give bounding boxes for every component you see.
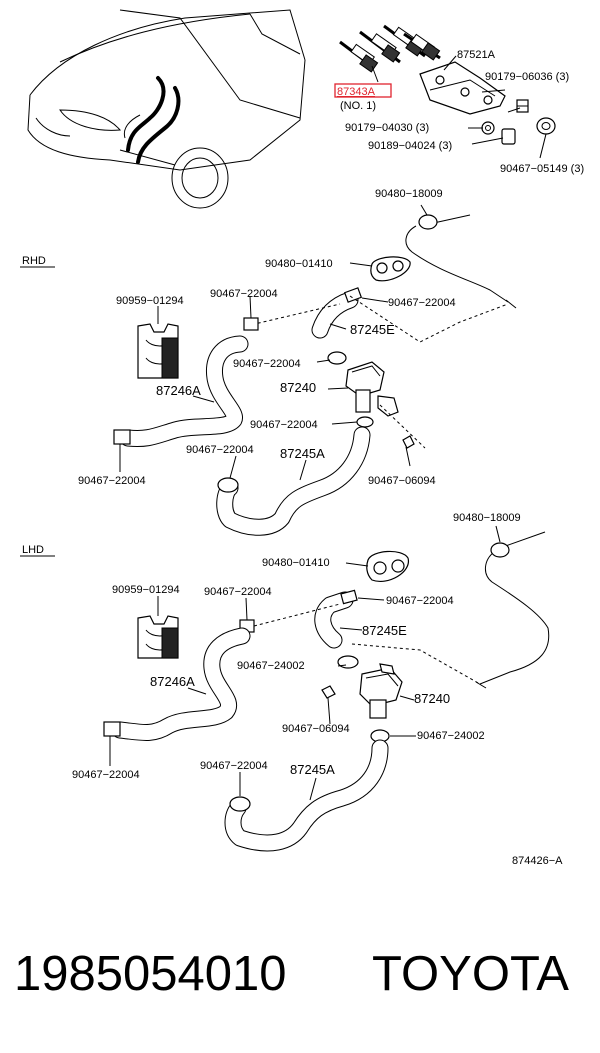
part-label-lhd-90467-06094: 90467−06094 (282, 723, 350, 735)
car-illustration (27, 9, 306, 209)
part-label-rhd-87245a: 87245A (280, 446, 325, 461)
part-label-rhd-87245e: 87245E (350, 322, 395, 337)
part-label-90467-05149: 90467−05149 (3) (500, 163, 584, 175)
footer-brand: TOYOTA (372, 947, 569, 1001)
part-label-90179-06036: 90179−06036 (3) (485, 71, 569, 83)
part-label-rhd-90467-22004-b: 90467−22004 (388, 297, 456, 309)
part-label-lhd-87240: 87240 (414, 691, 450, 706)
part-label-rhd-90959-01294: 90959−01294 (116, 295, 184, 307)
highlight-box (334, 83, 392, 98)
part-label-rhd-90467-22004-f: 90467−22004 (78, 475, 146, 487)
part-label-lhd-90467-22004-b: 90467−22004 (386, 595, 454, 607)
part-label-lhd-90959-01294: 90959−01294 (112, 584, 180, 596)
part-label-lhd-87245a: 87245A (290, 762, 335, 777)
nut-icon (536, 117, 556, 135)
part-label-lhd-87246a: 87246A (150, 674, 195, 689)
part-label-lhd-90467-22004-d: 90467−22004 (200, 760, 268, 772)
section-label-lhd: LHD (22, 544, 44, 556)
part-label-lhd-90467-22004-c: 90467−22004 (72, 769, 140, 781)
part-label-90189-04024: 90189−04024 (3) (368, 140, 452, 152)
part-label-lhd-90467-22004-a: 90467−22004 (204, 586, 272, 598)
part-label-rhd-90467-22004-a: 90467−22004 (210, 288, 278, 300)
part-label-lhd-90467-24002-b: 90467−24002 (417, 730, 485, 742)
footer-part-number: 1985054010 (14, 947, 287, 1001)
part-label-lhd-90467-24002-a: 90467−24002 (237, 660, 305, 672)
part-label-87521a: 87521A (457, 49, 496, 61)
part-label-rhd-87240: 87240 (280, 380, 316, 395)
part-label-87343a: 87343A (337, 86, 376, 98)
nut-icon (481, 121, 495, 135)
part-label-lhd-87245e: 87245E (362, 623, 407, 638)
nut-icon (501, 128, 516, 145)
part-label-rhd-90467-22004-c: 90467−22004 (233, 358, 301, 370)
section-label-rhd: RHD (22, 255, 46, 267)
part-label-lhd-90480-01410: 90480−01410 (262, 557, 330, 569)
part-note-no1: (NO. 1) (340, 100, 376, 112)
part-label-rhd-90467-22004-d: 90467−22004 (250, 419, 318, 431)
part-label-rhd-90467-06094: 90467−06094 (368, 475, 436, 487)
part-label-rhd-90480-01410: 90480−01410 (265, 258, 333, 270)
lhd-section: LHD (20, 525, 550, 852)
figure-id: 874426−A (512, 855, 563, 867)
rhd-section: RHD (20, 204, 517, 536)
cable-assembly-87343a (339, 24, 556, 159)
part-label-90179-04030: 90179−04030 (3) (345, 122, 429, 134)
part-label-lhd-90480-18009: 90480−18009 (453, 512, 521, 524)
part-label-rhd-90467-22004-e: 90467−22004 (186, 444, 254, 456)
part-label-rhd-90480-18009: 90480−18009 (375, 188, 443, 200)
part-label-rhd-87246a: 87246A (156, 383, 201, 398)
